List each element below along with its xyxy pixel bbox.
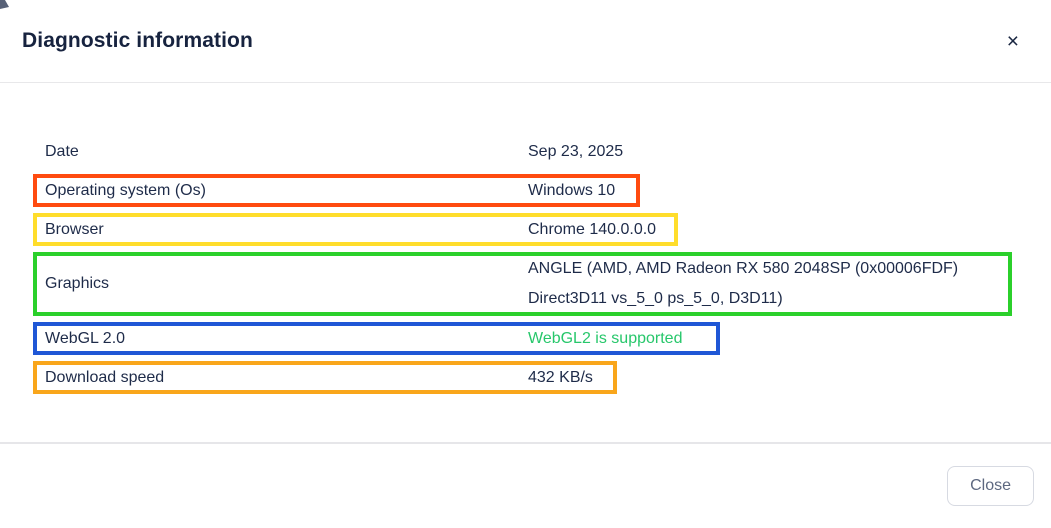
- row-label: Download speed: [45, 368, 165, 386]
- row-label: WebGL 2.0: [45, 329, 126, 347]
- row-label: Operating system (Os): [45, 181, 206, 199]
- row-browser: Browser Chrome 140.0.0.0: [33, 213, 678, 246]
- row-value: WebGL2 is supported: [528, 329, 683, 347]
- close-icon[interactable]: ×: [999, 27, 1027, 56]
- modal-header: Diagnostic information ×: [0, 0, 1051, 82]
- row-value: Chrome 140.0.0.0: [528, 220, 657, 238]
- row-value: 432 KB/s: [528, 368, 593, 386]
- row-label: Browser: [45, 220, 104, 238]
- row-value: Windows 10: [528, 181, 616, 199]
- row-download-speed: Download speed 432 KB/s: [33, 361, 617, 394]
- footer-divider: [0, 442, 1051, 444]
- row-webgl: WebGL 2.0 WebGL2 is supported: [33, 322, 720, 355]
- row-graphics: Graphics ANGLE (AMD, AMD Radeon RX 580 2…: [33, 252, 1012, 316]
- row-label: Date: [45, 142, 79, 160]
- row-date: Date Sep 23, 2025: [33, 135, 640, 168]
- modal-title: Diagnostic information: [22, 29, 253, 52]
- close-button[interactable]: Close: [947, 466, 1034, 506]
- row-operating-system: Operating system (Os) Windows 10: [33, 174, 640, 207]
- header-divider: [0, 82, 1051, 83]
- modal-footer: Close: [0, 444, 1051, 528]
- row-value: Sep 23, 2025: [528, 142, 624, 160]
- row-label: Graphics: [45, 275, 110, 292]
- diagnostic-list: Date Sep 23, 2025 Operating system (Os) …: [33, 135, 1051, 394]
- row-value: ANGLE (AMD, AMD Radeon RX 580 2048SP (0x…: [528, 260, 959, 307]
